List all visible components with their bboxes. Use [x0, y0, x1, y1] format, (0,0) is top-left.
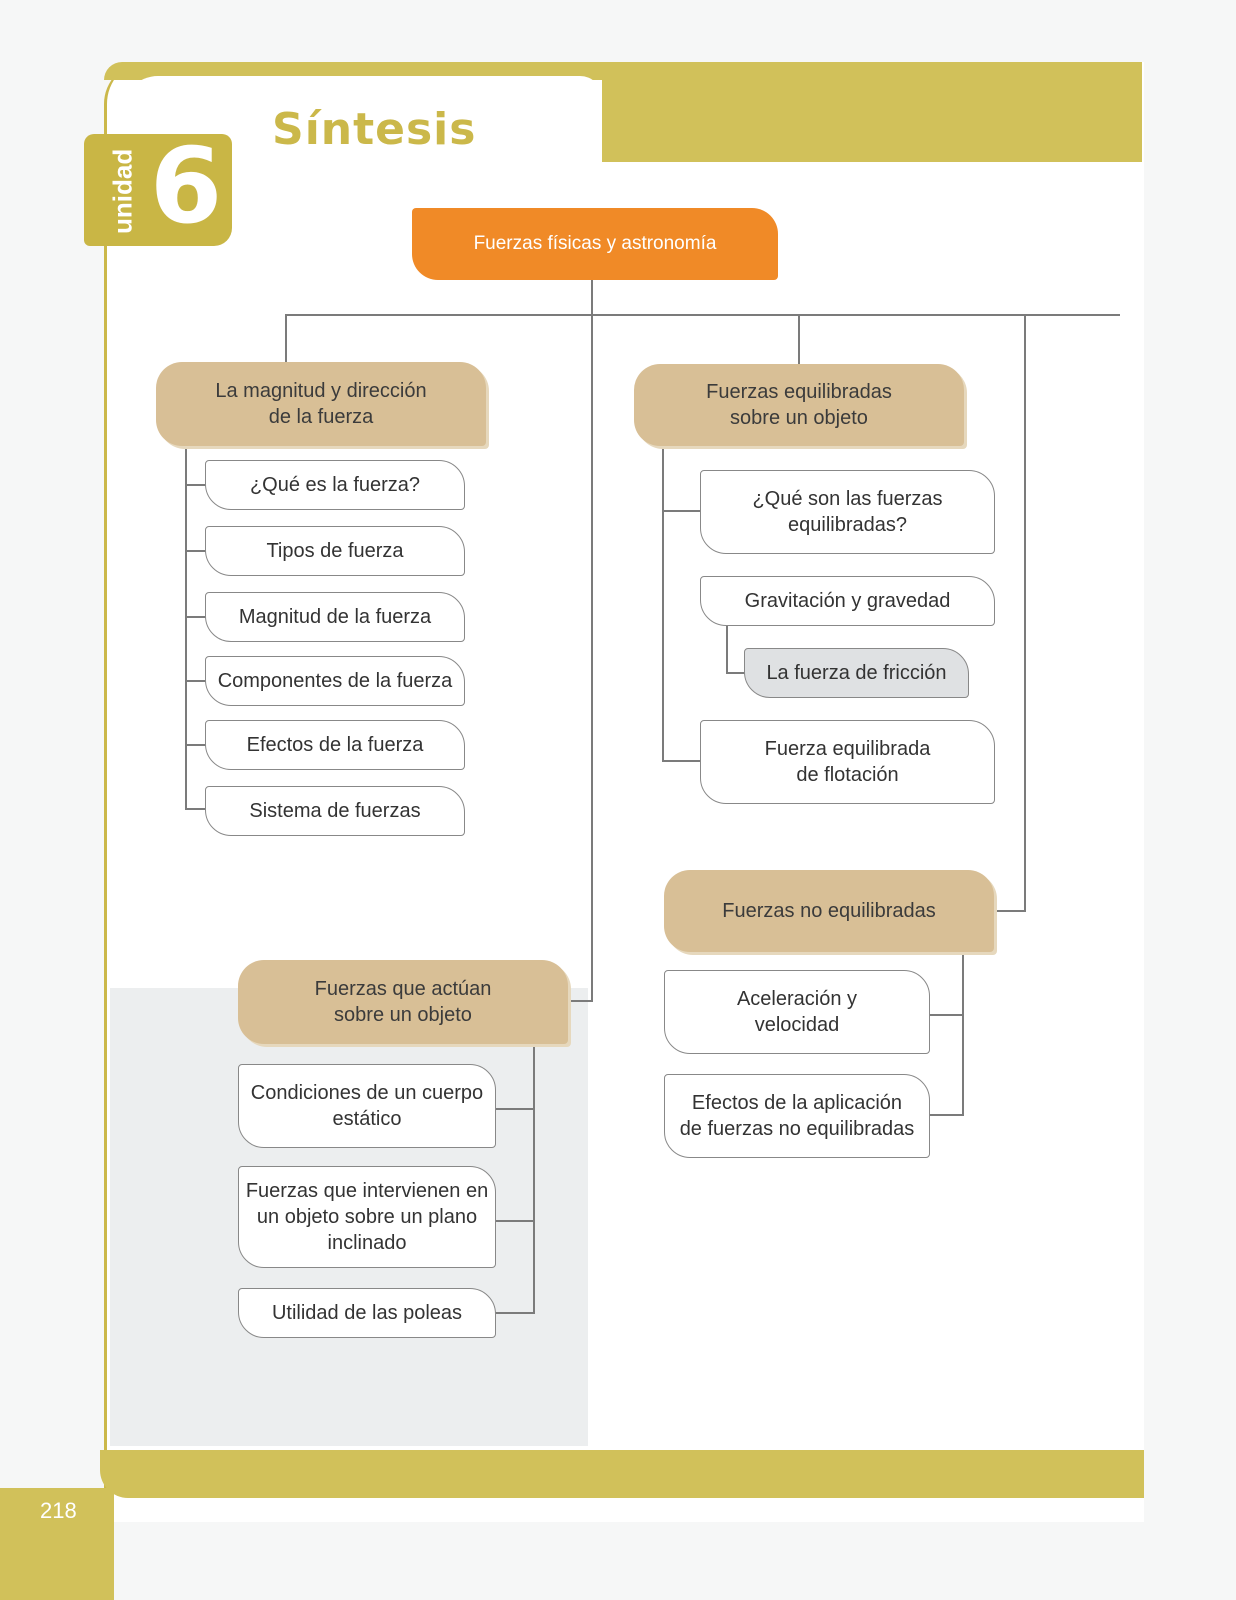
header-band-right — [602, 62, 1142, 162]
connector-line — [1024, 314, 1026, 912]
item-node: Efectos de la aplicación de fuerzas no e… — [664, 1074, 930, 1158]
category-node-magnitud: La magnitud y dirección de la fuerza — [156, 362, 486, 446]
item-node: Aceleración y velocidad — [664, 970, 930, 1054]
footer-band — [100, 1450, 1144, 1498]
connector-line — [185, 446, 187, 810]
category-node-no-equilibradas: Fuerzas no equilibradas — [664, 870, 994, 952]
connector-line — [566, 1000, 593, 1002]
connector-line — [285, 314, 1120, 316]
category-node-actuan: Fuerzas que actúan sobre un objeto — [238, 960, 568, 1044]
item-node: Magnitud de la fuerza — [205, 592, 465, 642]
item-node: Condiciones de un cuerpo estático — [238, 1064, 496, 1148]
connector-line — [591, 278, 593, 1002]
connector-line — [185, 616, 207, 618]
connector-line — [994, 910, 1026, 912]
connector-line — [185, 808, 207, 810]
header-band-left — [104, 62, 604, 80]
connector-line — [662, 510, 702, 512]
item-node: Efectos de la fuerza — [205, 720, 465, 770]
connector-line — [726, 672, 746, 674]
root-node: Fuerzas físicas y astronomía — [412, 208, 778, 280]
page-title: Síntesis — [272, 104, 477, 155]
connector-line — [185, 744, 207, 746]
unit-number: 6 — [149, 125, 223, 247]
item-node: ¿Qué es la fuerza? — [205, 460, 465, 510]
connector-line — [494, 1220, 535, 1222]
connector-line — [928, 1014, 964, 1016]
connector-line — [185, 484, 207, 486]
connector-line — [662, 760, 702, 762]
connector-line — [726, 624, 728, 674]
item-node: Gravitación y gravedad — [700, 576, 995, 626]
connector-line — [494, 1312, 535, 1314]
item-node: Sistema de fuerzas — [205, 786, 465, 836]
connector-line — [662, 446, 664, 762]
item-node: Componentes de la fuerza — [205, 656, 465, 706]
page-number: 218 — [40, 1498, 77, 1523]
item-node: ¿Qué son las fuerzas equilibradas? — [700, 470, 995, 554]
page-number-box — [0, 1488, 114, 1600]
connector-line — [494, 1108, 535, 1110]
unit-label: unidad — [107, 148, 138, 234]
connector-line — [185, 680, 207, 682]
item-node: Utilidad de las poleas — [238, 1288, 496, 1338]
unit-badge — [84, 134, 232, 246]
connector-line — [962, 952, 964, 1116]
connector-line — [798, 314, 800, 364]
item-node: Fuerza equilibrada de flotación — [700, 720, 995, 804]
category-node-equilibradas: Fuerzas equilibradas sobre un objeto — [634, 364, 964, 446]
item-node: Fuerzas que intervienen en un objeto sob… — [238, 1166, 496, 1268]
connector-line — [533, 1044, 535, 1314]
item-node-highlighted: La fuerza de fricción — [744, 648, 969, 698]
connector-line — [185, 550, 207, 552]
connector-line — [285, 314, 287, 366]
connector-line — [928, 1114, 964, 1116]
item-node: Tipos de fuerza — [205, 526, 465, 576]
